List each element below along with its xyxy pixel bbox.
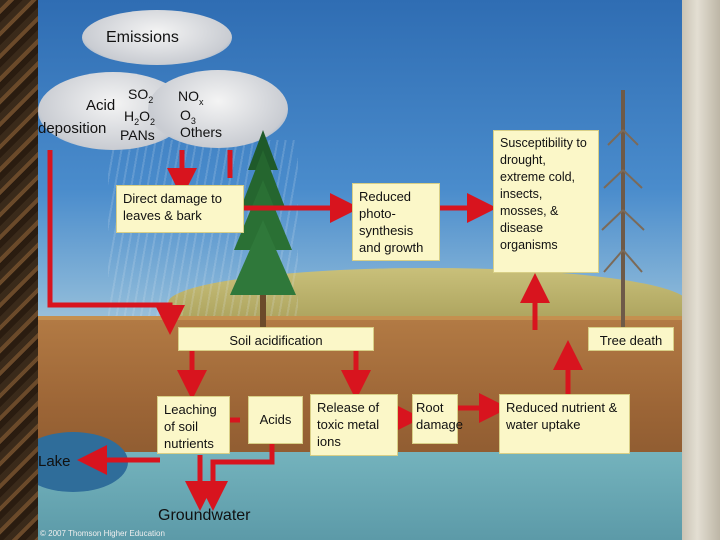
groundwater-label: Groundwater [158, 507, 251, 524]
acid-label: Acid [86, 97, 116, 114]
acids-box: Acids [248, 396, 303, 444]
nox-label: NOx [178, 88, 204, 107]
so2-text: SO [128, 86, 149, 102]
reduced-photosynthesis-box: Reduced photo-synthesis and growth [352, 183, 440, 261]
emissions-label: Emissions [106, 29, 179, 46]
deposition-label: deposition [38, 120, 107, 137]
arrow-acids-to-groundwater [198, 444, 275, 511]
o3-label: O3 [180, 107, 196, 126]
copyright-credit: © 2007 Thomson Higher Education [40, 529, 165, 538]
others-label: Others [180, 124, 223, 140]
h2o2-sub1: 2 [134, 116, 140, 127]
leaching-box: Leaching of soil nutrients [157, 396, 230, 454]
root-damage-box: Root damage [412, 394, 463, 444]
soil-acidification-box: Soil acidification [178, 327, 374, 351]
release-toxic-box: Release of toxic metal ions [310, 394, 398, 456]
reduced-nutrient-box: Reduced nutrient & water uptake [499, 394, 630, 454]
pans-label: PANs [120, 127, 155, 143]
healthy-tree [230, 130, 296, 330]
emissions-cloud [82, 10, 232, 65]
so2-subscript: 2 [148, 94, 154, 105]
direct-damage-box: Direct damage to leaves & bark [116, 185, 244, 233]
h2o2-h: H [124, 108, 135, 124]
arrow-cloud-to-soil [47, 150, 185, 335]
left-border [0, 0, 38, 540]
dead-tree [601, 90, 645, 330]
nox-text: NO [178, 88, 199, 104]
so2-label: SO2 [128, 86, 153, 105]
h2o2-label: H2O2 [124, 108, 155, 127]
right-border [682, 0, 720, 540]
h2o2-sub2: 2 [150, 116, 156, 127]
h2o2-o: O [139, 108, 151, 124]
o3-subscript: 3 [190, 115, 196, 126]
lake-label: Lake [38, 453, 71, 470]
o3-text: O [180, 107, 191, 123]
nox-subscript: x [199, 96, 204, 107]
groundwater-layer [38, 452, 682, 540]
tree-death-box: Tree death [588, 327, 674, 351]
susceptibility-box: Susceptibility to drought, extreme cold,… [493, 130, 599, 273]
